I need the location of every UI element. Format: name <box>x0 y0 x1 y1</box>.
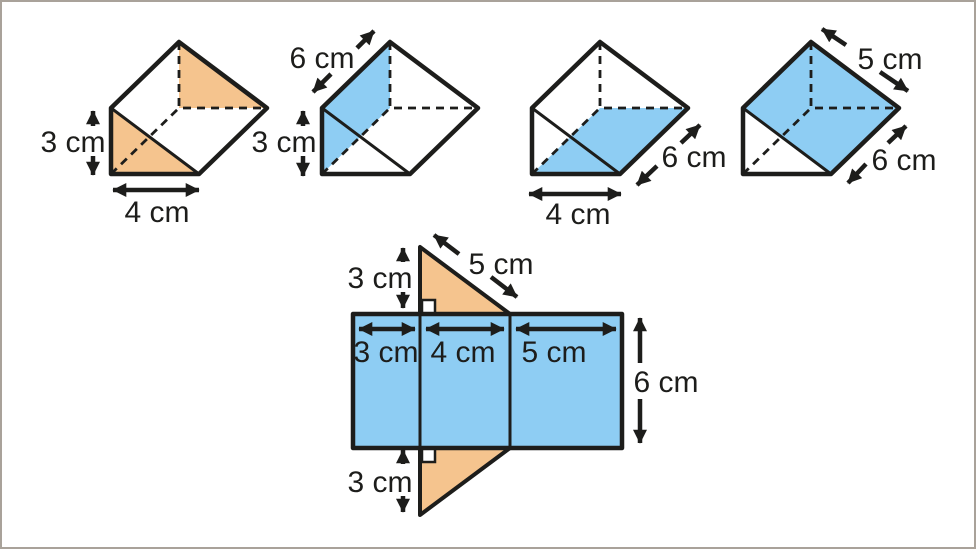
prism4-hidden-edges <box>742 42 899 176</box>
net-top-height-label: 3 cm <box>347 262 412 295</box>
prism2-outline <box>319 39 481 177</box>
p3-length-label: 6 cm <box>661 141 726 174</box>
p1-height-label: 3 cm <box>40 126 105 159</box>
prism1-front-hypotenuse-edge <box>109 106 201 176</box>
p3-length-arrow-lower <box>635 164 659 187</box>
p4-slant-arrow-lower <box>878 70 910 93</box>
p4-length-label: 6 cm <box>871 144 936 177</box>
net-width-left-label: 3 cm <box>353 336 418 369</box>
prism3-bottom-rect-face <box>532 108 688 174</box>
net-bottom-height-label: 3 cm <box>347 466 412 499</box>
p2-length-label: 6 cm <box>289 42 354 75</box>
net-depth-label: 6 cm <box>633 366 698 399</box>
prism3-outline <box>529 39 691 177</box>
p4-slant-arrow-upper <box>820 27 848 47</box>
net-width-middle-label: 4 cm <box>430 336 495 369</box>
prism-4: 5 cm 6 cm <box>740 27 937 185</box>
p2-height-label: 3 cm <box>251 126 316 159</box>
p3-length-arrow-upper <box>679 123 702 145</box>
right-angle-marker-top <box>420 298 437 315</box>
p4-length-arrow-upper <box>886 124 908 145</box>
net-divider-lines <box>418 314 512 448</box>
prism1-hidden-edges <box>110 42 267 176</box>
net-hypotenuse-arrow-lower <box>489 275 519 299</box>
prism1-outline <box>108 39 270 177</box>
prism-1: 3 cm 4 cm <box>40 39 270 229</box>
prism2-hidden-edges <box>321 42 478 176</box>
prism4-front-hypotenuse-edge <box>741 106 833 176</box>
p4-slant-label: 5 cm <box>857 43 922 76</box>
prism2-front-hypotenuse-edge <box>320 106 412 176</box>
net-width-right-label: 5 cm <box>521 336 586 369</box>
net-hypotenuse-label: 5 cm <box>468 248 533 281</box>
prism2-left-rect-face <box>322 42 390 174</box>
right-angle-marker-bottom <box>420 447 437 464</box>
net-rectangle-strip <box>350 311 625 451</box>
prism-3: 4 cm 6 cm <box>528 39 727 231</box>
prism3-front-hypotenuse-edge <box>530 106 622 176</box>
p4-length-arrow-lower <box>846 162 868 185</box>
p1-base-label: 4 cm <box>124 196 189 229</box>
p2-length-arrow-lower <box>311 72 333 94</box>
prism4-outline <box>740 39 902 177</box>
net-hypotenuse-arrow-upper <box>432 233 461 256</box>
p2-length-arrow-upper <box>355 29 376 50</box>
net: 3 cm 5 cm 3 cm 4 cm 5 cm 6 cm 3 cm <box>347 233 699 517</box>
prism-2: 6 cm 3 cm <box>251 29 481 177</box>
p3-base-label: 4 cm <box>545 198 610 231</box>
prism3-hidden-edges <box>531 42 688 176</box>
